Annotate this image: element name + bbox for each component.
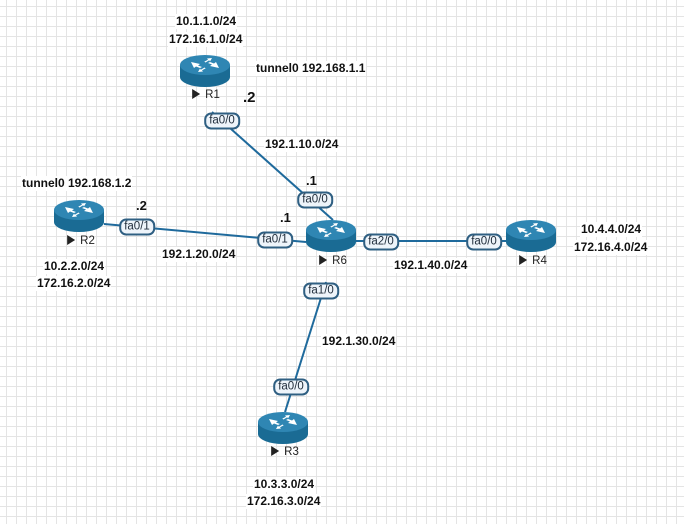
interface-r2-fa0-1[interactable]: fa0/1 <box>119 218 155 236</box>
router-icon <box>306 220 356 252</box>
r3-network-1: 10.3.3.0/24 <box>253 477 316 492</box>
router-icon <box>54 200 104 232</box>
play-icon[interactable] <box>519 255 528 265</box>
router-name-r2: R2 <box>67 235 95 248</box>
subnet-label-r2-r6: 192.1.20.0/24 <box>161 247 237 262</box>
router-r6[interactable] <box>306 220 356 252</box>
r2-network-2: 172.16.2.0/24 <box>36 276 112 291</box>
router-name-r4: R4 <box>519 255 547 268</box>
r2-tunnel-label: tunnel0 192.168.1.2 <box>21 176 133 191</box>
router-name-r3: R3 <box>271 446 299 459</box>
host-octet-r6-link2: .1 <box>280 210 291 225</box>
host-octet-r2: .2 <box>136 198 147 213</box>
router-name-r6: R6 <box>319 255 347 268</box>
router-icon <box>258 412 308 444</box>
play-icon[interactable] <box>319 255 328 265</box>
r4-network-1: 10.4.4.0/24 <box>580 222 643 237</box>
subnet-label-r6-r3: 192.1.30.0/24 <box>321 334 397 349</box>
interface-r6-fa0-1[interactable]: fa0/1 <box>257 231 293 249</box>
r1-network-1: 10.1.1.0/24 <box>175 14 238 29</box>
router-icon <box>506 220 556 252</box>
interface-r6-fa2-0[interactable]: fa2/0 <box>363 233 399 251</box>
interface-r3-fa0-0[interactable]: fa0/0 <box>273 378 309 396</box>
r3-network-2: 172.16.3.0/24 <box>246 494 322 509</box>
play-icon[interactable] <box>271 446 280 456</box>
router-r2[interactable] <box>54 200 104 232</box>
interface-r4-fa0-0[interactable]: fa0/0 <box>466 233 502 251</box>
interface-r1-fa0-0[interactable]: fa0/0 <box>204 112 240 130</box>
router-r1[interactable] <box>180 55 230 87</box>
router-name-r1: R1 <box>192 89 220 102</box>
subnet-label-r1-r6: 192.1.10.0/24 <box>264 137 340 152</box>
r1-tunnel-label: tunnel0 192.168.1.1 <box>255 61 367 76</box>
host-octet-r6-link1: .1 <box>306 173 317 188</box>
router-r4[interactable] <box>506 220 556 252</box>
router-r3[interactable] <box>258 412 308 444</box>
play-icon[interactable] <box>192 89 201 99</box>
router-icon <box>180 55 230 87</box>
play-icon[interactable] <box>67 235 76 245</box>
r4-network-2: 172.16.4.0/24 <box>573 240 649 255</box>
interface-r6-fa1-0[interactable]: fa1/0 <box>303 282 339 300</box>
host-octet-r1: .2 <box>243 89 256 106</box>
interface-r6-fa0-0[interactable]: fa0/0 <box>297 191 333 209</box>
r2-network-1: 10.2.2.0/24 <box>43 259 106 274</box>
r1-network-2: 172.16.1.0/24 <box>168 32 244 47</box>
subnet-label-r6-r4: 192.1.40.0/24 <box>393 258 469 273</box>
